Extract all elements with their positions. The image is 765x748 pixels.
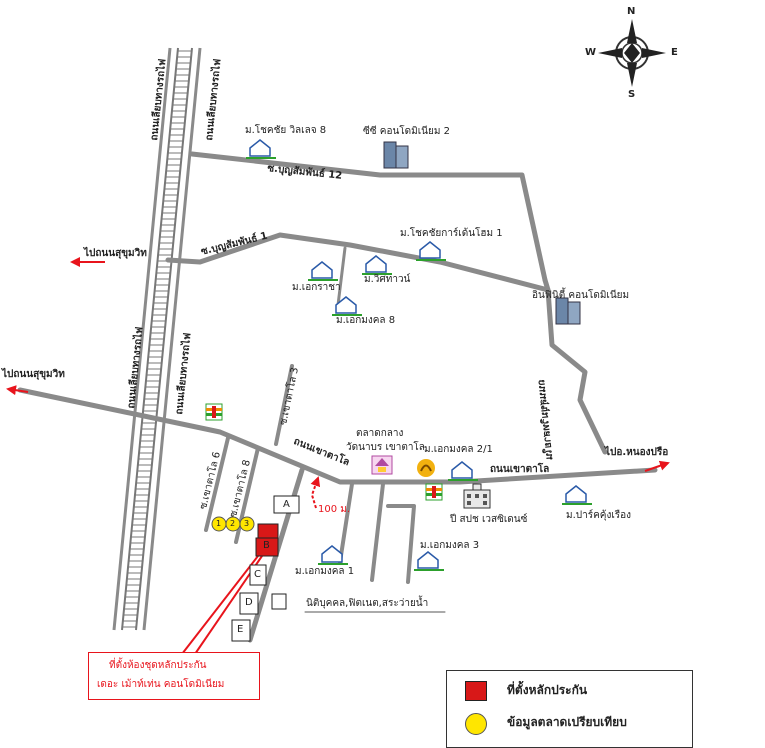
label-ekmongkol-1: ม.เอกมงคล 1 bbox=[295, 566, 355, 577]
building-e: E bbox=[237, 624, 244, 635]
building-a: A bbox=[283, 499, 290, 510]
temple-icon bbox=[371, 455, 393, 475]
railway bbox=[112, 47, 202, 631]
building-c: C bbox=[254, 569, 261, 580]
label-cc-condo-2: ซีซี คอนโดมิเนียม 2 bbox=[363, 126, 450, 137]
seven-eleven-icons bbox=[205, 403, 443, 501]
bank-icon bbox=[417, 459, 435, 477]
legend-comparable-label: ข้อมูลตลาดเปรียบเทียบ bbox=[507, 715, 627, 729]
building-b: B bbox=[263, 540, 270, 551]
comparable-1: 1 bbox=[216, 519, 222, 528]
distance-label: 100 ม. bbox=[318, 504, 351, 515]
legend-plot-label: ที่ตั้งหลักประกัน bbox=[507, 683, 588, 697]
building-blocks bbox=[231, 495, 300, 642]
compass-s: S bbox=[628, 89, 636, 100]
label-wat: วัดนาบร เขาตาโล bbox=[346, 442, 425, 453]
label-to-sukhumvit-1: ไปถนนสุขุมวิท bbox=[84, 248, 147, 259]
callout-line-1: ที่ตั้งห้องชุดหลักประกัน bbox=[109, 660, 207, 671]
label-to-nong-prue: ไปอ.หนองปรือ bbox=[605, 447, 669, 458]
legend-comparable-swatch bbox=[465, 713, 487, 735]
label-chokchai-townhome-1: ม.โชคชัยการ์เด้นโฮม 1 bbox=[400, 228, 503, 239]
label-ekmongkol-2-1: ม.เอกมงคล 2/1 bbox=[424, 444, 493, 455]
building-d: D bbox=[245, 597, 253, 608]
collateral-callout: ที่ตั้งห้องชุดหลักประกัน เดอะ เม้าท์เท่น… bbox=[88, 652, 260, 700]
label-ekmongkol-3: ม.เอกมงคล 3 bbox=[420, 540, 480, 551]
label-school: ปี สปช เวสซิเดนซ์ bbox=[450, 514, 528, 525]
label-juristic: นิติบุคคล,ฟิตเนต,สระว่ายน้ำ bbox=[306, 598, 429, 609]
label-ekarat: ม.เอกราชา bbox=[292, 282, 341, 293]
comparable-markers bbox=[211, 516, 255, 532]
condo-building-icons bbox=[383, 141, 581, 325]
map-legend: ที่ตั้งหลักประกัน ข้อมูลตลาดเปรียบเทียบ bbox=[446, 670, 693, 748]
comparable-3: 3 bbox=[244, 519, 250, 528]
label-ekmongkol-8: ม.เอกมงคล 8 bbox=[336, 315, 396, 326]
label-park-rung: ม.ปาร์คคุ้งเรือง bbox=[566, 510, 632, 521]
label-to-sukhumvit-2: ไปถนนสุขุมวิท bbox=[2, 369, 65, 380]
label-witthawan: ม.วิศทาวน์ bbox=[364, 274, 411, 285]
label-infinity-condo: อินฟินิตี้ คอนโดมิเนียม bbox=[532, 290, 630, 301]
label-chokchai-8: ม.โชคชัย วิลเลจ 8 bbox=[245, 125, 327, 136]
compass-n: N bbox=[627, 6, 636, 17]
label-khao-talo-2: ถนนเขาตาโล bbox=[490, 464, 550, 475]
house-icons bbox=[246, 139, 592, 571]
compass-e: E bbox=[671, 47, 678, 58]
legend-plot-swatch bbox=[465, 681, 487, 701]
compass-icon bbox=[598, 19, 666, 87]
compass-w: W bbox=[585, 47, 597, 58]
comparable-2: 2 bbox=[230, 519, 236, 528]
label-market: ตลาดกลาง bbox=[356, 428, 404, 439]
school-building-icon bbox=[463, 483, 491, 509]
callout-line-2: เดอะ เม้าท์เท่น คอนโดมิเนียม bbox=[97, 679, 225, 690]
